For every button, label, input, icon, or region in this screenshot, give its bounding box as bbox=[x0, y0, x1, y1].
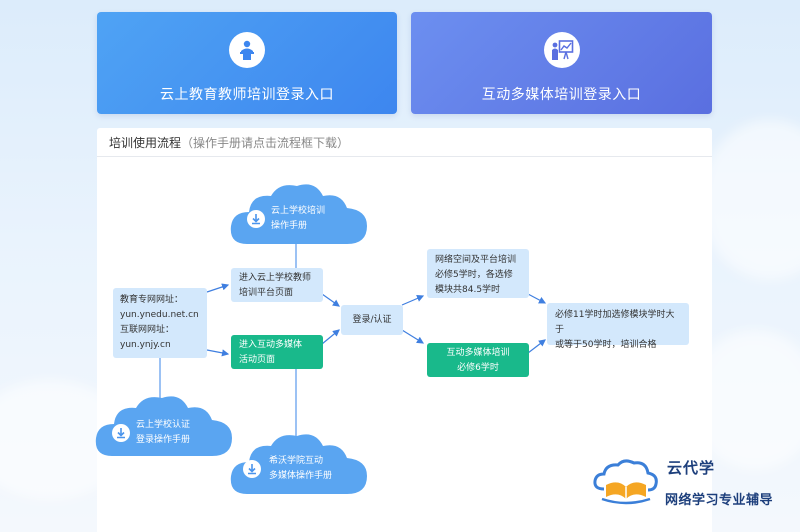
enter-media-activity-step[interactable]: 进入互动多媒体 活动页面 bbox=[231, 335, 323, 369]
manual-school-auth-line1: 云上学校认证 bbox=[136, 420, 191, 430]
download-icon bbox=[112, 424, 130, 442]
manual-school-training-line2: 操作手册 bbox=[271, 221, 308, 231]
enter-media-activity-line2: 活动页面 bbox=[239, 355, 276, 365]
teacher-training-login-card[interactable]: 云上教育教师培训登录入口 bbox=[97, 12, 397, 114]
address-value-internet: yun.ynjy.cn bbox=[120, 340, 171, 350]
login-auth-step[interactable]: 登录/认证 bbox=[341, 305, 403, 335]
teacher-training-login-label: 云上教育教师培训登录入口 bbox=[160, 87, 334, 103]
login-auth-label: 登录/认证 bbox=[352, 315, 392, 325]
enter-teacher-platform-line1: 进入云上学校教师 bbox=[239, 273, 312, 283]
manual-school-training-line1: 云上学校培训 bbox=[271, 206, 326, 216]
space-training-line3: 模块共84.5学时 bbox=[435, 285, 501, 295]
space-platform-training-step: 网络空间及平台培训 必修5学时，各选修 模块共84.5学时 bbox=[427, 249, 529, 298]
presentation-board-icon bbox=[543, 32, 580, 68]
space-training-line2: 必修5学时，各选修 bbox=[435, 270, 513, 280]
panel-title: 培训使用流程 bbox=[109, 136, 182, 150]
manual-school-training-cloud[interactable]: 云上学校培训 操作手册 bbox=[229, 180, 369, 246]
media-training-line2: 必修6学时 bbox=[457, 363, 499, 373]
media-training-login-label: 互动多媒体培训登录入口 bbox=[481, 87, 642, 103]
address-label-internet: 互联网网址： bbox=[120, 325, 175, 335]
enter-media-activity-line1: 进入互动多媒体 bbox=[239, 340, 303, 350]
brand-name: 云代学 bbox=[667, 459, 716, 477]
address-label-edu: 教育专网网址： bbox=[120, 295, 184, 305]
media-training-login-card[interactable]: 互动多媒体培训登录入口 bbox=[411, 12, 712, 114]
download-icon bbox=[243, 460, 261, 478]
training-pass-result: 必修11学时加选修模块学时大于 或等于50学时，培训合格 bbox=[547, 303, 689, 350]
brand-logo: 云代学 网络学习专业辅导 bbox=[590, 455, 790, 515]
media-training-line1: 互动多媒体培训 bbox=[446, 348, 510, 358]
enter-teacher-platform-step[interactable]: 进入云上学校教师 培训平台页面 bbox=[231, 268, 323, 302]
brand-slogan: 网络学习专业辅导 bbox=[665, 493, 774, 508]
website-address-box: 教育专网网址： yun.ynedu.net.cn 互联网网址： yun.ynjy… bbox=[113, 288, 207, 358]
manual-xiwo-media-cloud[interactable]: 希沃学院互动 多媒体操作手册 bbox=[229, 430, 369, 496]
download-icon bbox=[247, 210, 265, 228]
address-value-edu: yun.ynedu.net.cn bbox=[120, 310, 199, 320]
manual-school-auth-line2: 登录操作手册 bbox=[136, 435, 191, 445]
panel-hint: （操作手册请点击流程框下载） bbox=[181, 136, 350, 150]
cloud-book-icon bbox=[593, 459, 658, 505]
result-line1: 必修11学时加选修模块学时大于 bbox=[555, 310, 675, 335]
manual-xiwo-media-line1: 希沃学院互动 bbox=[269, 456, 324, 466]
panel-header: 培训使用流程（操作手册请点击流程框下载） bbox=[97, 128, 712, 157]
media-training-step: 互动多媒体培训 必修6学时 bbox=[427, 343, 529, 377]
manual-xiwo-media-line2: 多媒体操作手册 bbox=[269, 471, 333, 481]
enter-teacher-platform-line2: 培训平台页面 bbox=[239, 288, 294, 298]
space-training-line1: 网络空间及平台培训 bbox=[435, 255, 517, 265]
result-line2: 或等于50学时，培训合格 bbox=[555, 340, 657, 350]
teacher-podium-icon bbox=[229, 32, 265, 68]
manual-school-auth-cloud[interactable]: 云上学校认证 登录操作手册 bbox=[94, 392, 234, 458]
